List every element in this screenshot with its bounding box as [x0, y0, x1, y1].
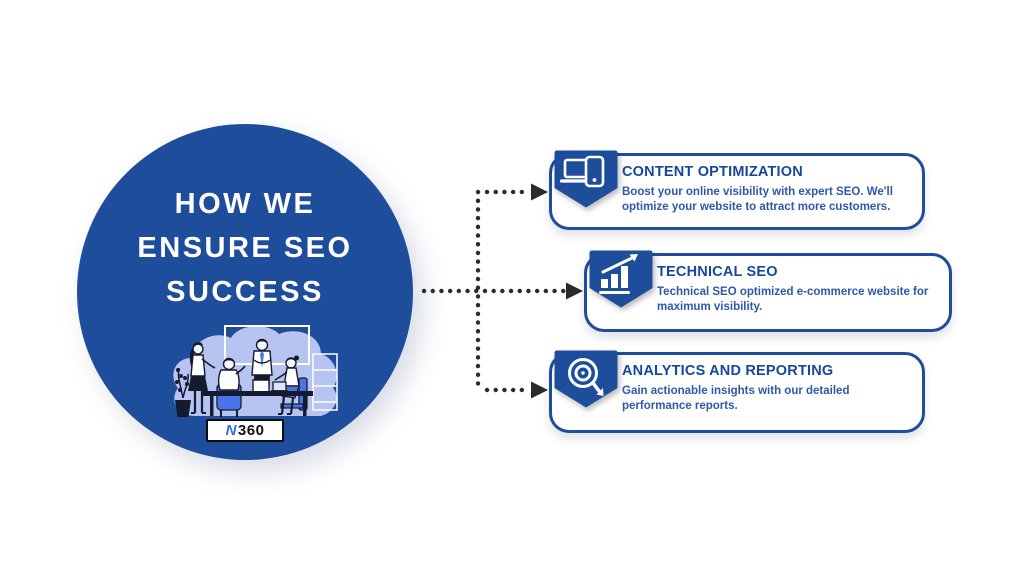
devices-icon — [554, 150, 618, 208]
card-title: CONTENT OPTIMIZATION — [622, 164, 803, 180]
page-title-line: SUCCESS — [166, 276, 324, 308]
card-description: Boost your online visibility with expert… — [622, 186, 893, 214]
arrowhead-icon — [531, 183, 548, 201]
arrowhead-icon — [566, 282, 583, 300]
team-illustration — [173, 325, 338, 417]
laptop-icon — [251, 379, 288, 393]
logo-suffix: 360 — [237, 422, 265, 439]
page-title-line: HOW WE — [174, 188, 316, 220]
target-icon — [554, 350, 618, 408]
logo-n: N — [225, 422, 237, 439]
card-description: Technical SEO optimized e-commerce websi… — [657, 286, 929, 314]
arrowhead-icon — [531, 381, 548, 399]
plant-icon — [175, 367, 191, 417]
shelf — [312, 353, 338, 411]
standing-woman — [188, 342, 216, 414]
card-title: ANALYTICS AND REPORTING — [622, 363, 834, 379]
title-circle: HOW WE ENSURE SEO SUCCESS — [77, 124, 413, 460]
page-title: HOW WE ENSURE SEO SUCCESS — [77, 182, 413, 314]
page-title-line: ENSURE SEO — [137, 232, 353, 264]
meeting-table — [203, 391, 313, 416]
card-analytics-reporting: ANALYTICS AND REPORTING Gain actionable … — [549, 352, 925, 433]
card-description: Gain actionable insights with our detail… — [622, 385, 850, 413]
growth-chart-icon — [589, 250, 653, 308]
card-title: TECHNICAL SEO — [657, 264, 778, 280]
seated-man — [216, 357, 246, 417]
